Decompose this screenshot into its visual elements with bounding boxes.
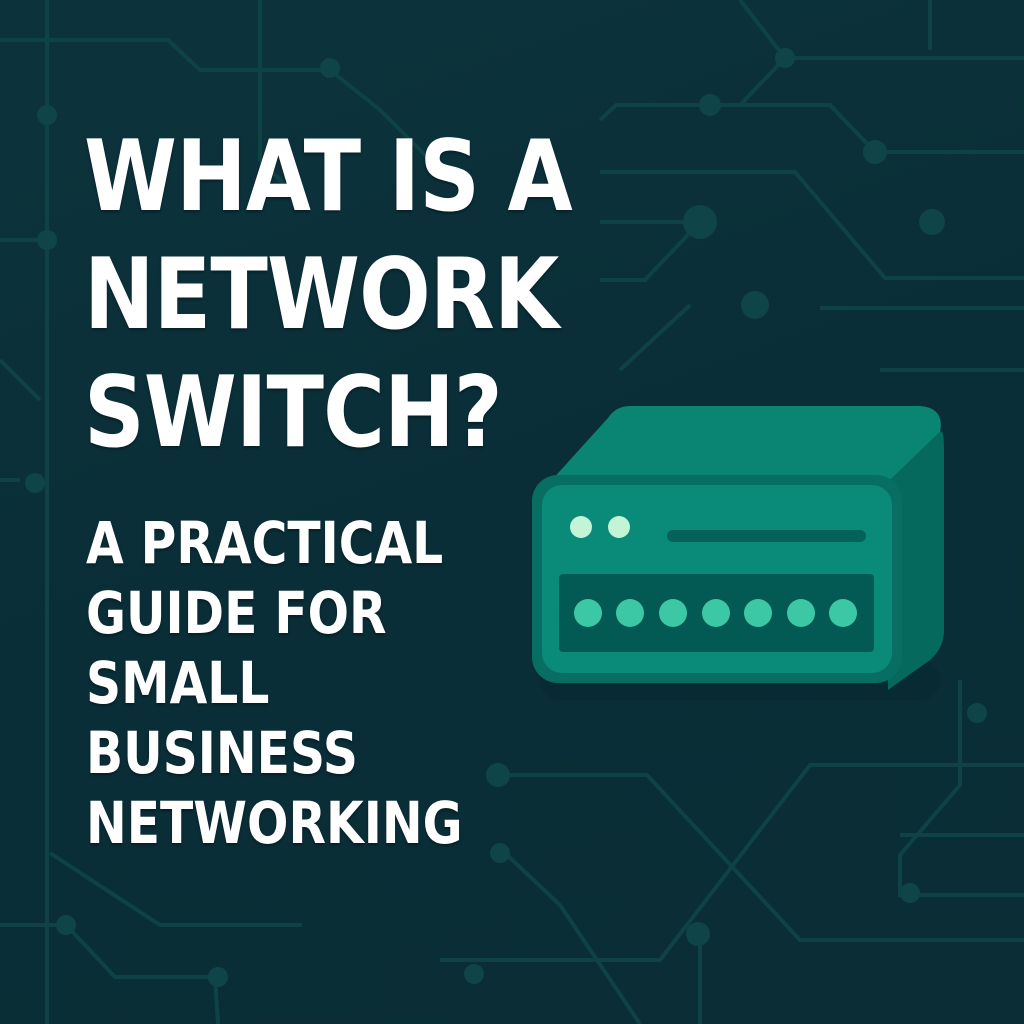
port-led-5	[744, 599, 772, 627]
headline: WHAT IS A NETWORK SWITCH?	[84, 118, 573, 472]
network-switch-icon	[532, 406, 944, 700]
display-slot	[667, 530, 866, 542]
port-led-2	[616, 599, 644, 627]
subtitle-line-1: A PRACTICAL	[86, 509, 444, 577]
port-led-7	[829, 599, 857, 627]
subtitle-line-4: BUSINESS	[86, 719, 358, 787]
headline-line-1: WHAT IS A	[84, 120, 573, 234]
subtitle-line-3: SMALL	[86, 649, 270, 717]
subtitle-line-5: NETWORKING	[86, 789, 463, 857]
status-led-2	[608, 516, 630, 538]
headline-line-3: SWITCH?	[84, 356, 503, 470]
port-led-6	[787, 599, 815, 627]
port-led-4	[702, 599, 730, 627]
headline-line-2: NETWORK	[84, 238, 559, 352]
port-led-3	[659, 599, 687, 627]
status-led-1	[570, 516, 592, 538]
subtitle: A PRACTICAL GUIDE FOR SMALL BUSINESS NET…	[86, 508, 463, 858]
subtitle-line-2: GUIDE FOR	[86, 579, 387, 647]
port-led-1	[574, 599, 602, 627]
